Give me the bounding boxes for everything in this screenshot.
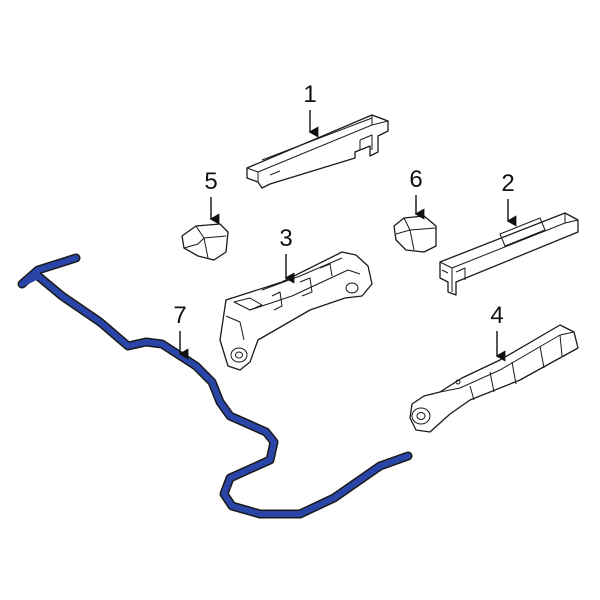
callout-1: 1 — [303, 81, 319, 138]
callout-5-label: 5 — [204, 168, 217, 195]
callout-2-label: 2 — [501, 170, 514, 197]
part-7-stabilizer-bar — [17, 253, 413, 519]
part-4-support-arm — [409, 324, 579, 433]
callout-3: 3 — [279, 225, 295, 284]
part-2-bracket-rail — [439, 212, 579, 296]
callout-4-label: 4 — [490, 302, 503, 329]
part-6-cover — [393, 215, 437, 253]
callout-6: 6 — [409, 166, 425, 220]
part-1-bracket-rail — [246, 114, 389, 189]
callout-6-label: 6 — [409, 166, 422, 193]
callout-1-label: 1 — [303, 81, 316, 108]
callout-2: 2 — [501, 170, 517, 227]
callout-7: 7 — [173, 302, 189, 360]
callout-5: 5 — [204, 168, 220, 225]
callout-7-label: 7 — [173, 302, 186, 329]
part-3-seat-bracket — [219, 251, 373, 371]
part-5-cap-block — [181, 223, 229, 261]
callout-3-label: 3 — [279, 225, 292, 252]
callout-4: 4 — [490, 302, 506, 362]
